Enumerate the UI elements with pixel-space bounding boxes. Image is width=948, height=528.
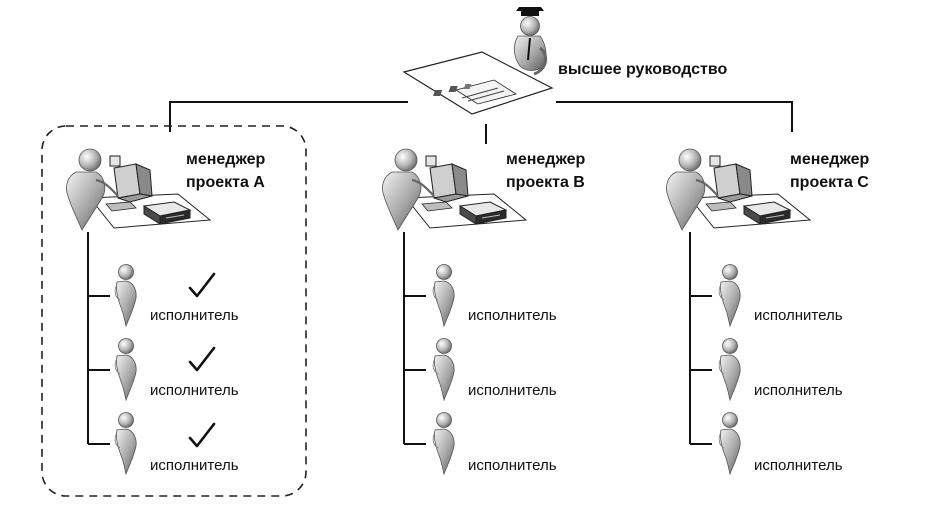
check-icon xyxy=(188,422,216,448)
person-icon xyxy=(114,338,137,401)
manager-label-line2: проекта A xyxy=(186,174,265,191)
desk-icon xyxy=(402,51,554,115)
executor-label: исполнитель xyxy=(150,382,239,399)
person-icon xyxy=(114,264,137,327)
team-a-highlight-border xyxy=(41,125,307,497)
executive-person-icon xyxy=(514,7,548,76)
person-icon xyxy=(718,412,741,475)
check-icon xyxy=(188,272,216,298)
executor-label: исполнитель xyxy=(754,382,843,399)
team-project-c: менеджер проекта C исполнитель исполните… xyxy=(665,147,869,475)
executor-2: исполнитель xyxy=(88,338,239,401)
top-management-label: высшее руководство xyxy=(558,61,728,78)
executor-label: исполнитель xyxy=(468,457,557,474)
manager-workstation-icon xyxy=(381,147,528,232)
manager-label-line2: проекта B xyxy=(506,174,585,191)
check-icon xyxy=(188,346,216,372)
manager-label-line1: менеджер xyxy=(186,151,265,168)
connector-lines xyxy=(169,101,793,144)
executor-2: исполнитель xyxy=(404,338,557,401)
executor-3: исполнитель xyxy=(690,412,843,475)
manager-label-line1: менеджер xyxy=(506,151,585,168)
executor-label: исполнитель xyxy=(468,307,557,324)
person-icon xyxy=(718,264,741,327)
manager-label-line2: проекта C xyxy=(790,174,869,191)
manager-workstation-icon xyxy=(665,147,812,232)
executor-label: исполнитель xyxy=(754,457,843,474)
executor-3: исполнитель xyxy=(404,412,557,475)
executor-1: исполнитель xyxy=(690,264,843,327)
executor-label: исполнитель xyxy=(468,382,557,399)
person-icon xyxy=(432,338,455,401)
person-icon xyxy=(432,264,455,327)
top-management-figure xyxy=(402,7,554,115)
executor-3: исполнитель xyxy=(88,412,239,475)
executor-label: исполнитель xyxy=(754,307,843,324)
executor-label: исполнитель xyxy=(150,307,239,324)
document-papers-icon xyxy=(433,79,517,105)
person-icon xyxy=(432,412,455,475)
connector-to-team-a xyxy=(169,101,408,132)
person-icon xyxy=(114,412,137,475)
team-project-a: менеджер проекта A исполнитель исполните… xyxy=(65,147,265,475)
executor-1: исполнитель xyxy=(88,264,239,327)
executor-1: исполнитель xyxy=(404,264,557,327)
manager-label-line1: менеджер xyxy=(790,151,869,168)
person-icon xyxy=(718,338,741,401)
team-project-b: менеджер проекта B исполнитель исполните… xyxy=(381,147,585,475)
connector-to-team-c xyxy=(556,101,793,132)
executor-label: исполнитель xyxy=(150,457,239,474)
executor-2: исполнитель xyxy=(690,338,843,401)
